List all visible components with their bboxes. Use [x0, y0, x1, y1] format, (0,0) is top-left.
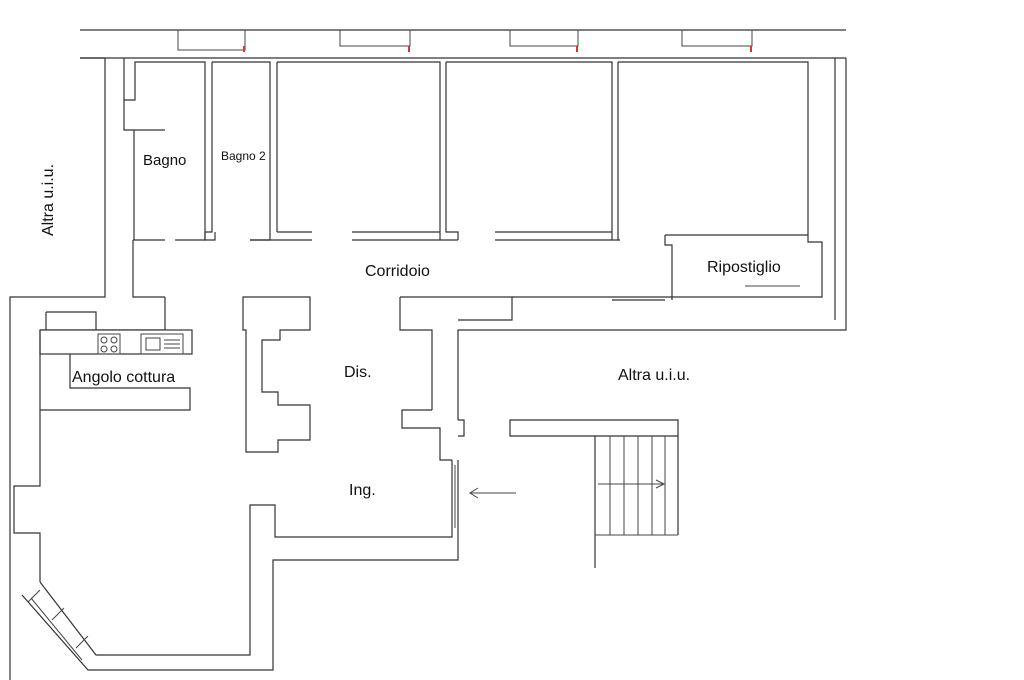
label-ripostiglio: Ripostiglio	[707, 259, 781, 276]
room-ripostiglio	[612, 234, 823, 301]
label-neighbor-right: Altra u.i.u.	[618, 367, 690, 384]
left-boundary-wall	[9, 57, 125, 680]
bay-window	[27, 589, 89, 661]
stove-icon	[97, 333, 121, 355]
room-dis	[242, 296, 465, 461]
staircase-icon	[594, 436, 679, 568]
label-corridoio: Corridoio	[365, 263, 430, 280]
label-bagno-2: Bagno 2	[221, 149, 266, 163]
room-camera-2	[445, 61, 620, 241]
room-soggiorno-ing	[13, 410, 459, 671]
room-camera-1	[250, 61, 458, 241]
label-ing: Ing.	[349, 482, 376, 499]
sink-icon	[140, 333, 184, 355]
entrance-arrow-icon	[469, 487, 516, 499]
right-boundary-wall	[457, 58, 847, 420]
label-angolo-cottura: Angolo cottura	[72, 369, 175, 386]
label-dis: Dis.	[344, 364, 372, 381]
room-camera-3	[617, 61, 809, 240]
landing	[509, 419, 679, 437]
room-angolo-cottura	[39, 311, 193, 411]
room-bagno	[123, 61, 206, 241]
facade-wall	[80, 29, 846, 59]
room-bagno-2	[204, 61, 278, 241]
label-neighbor-left: Altra u.i.u.	[40, 164, 57, 236]
label-bagno: Bagno	[143, 152, 186, 169]
